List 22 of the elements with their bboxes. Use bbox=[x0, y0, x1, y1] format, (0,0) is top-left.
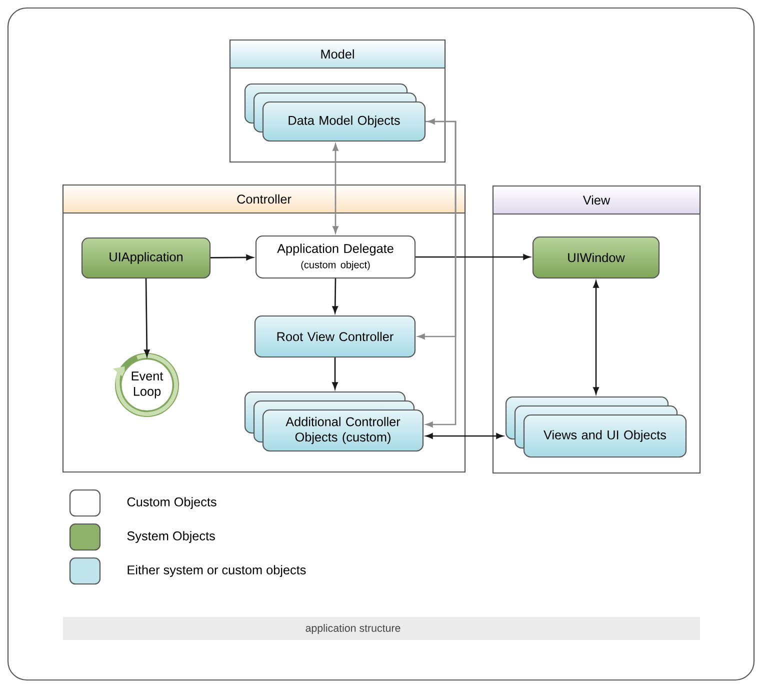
arrow bbox=[416, 254, 530, 260]
arrow bbox=[332, 144, 338, 234]
arrow bbox=[332, 358, 338, 390]
arrow bbox=[144, 278, 150, 357]
object-box: UIWindow bbox=[532, 236, 660, 279]
object-box: UIApplication bbox=[81, 237, 211, 279]
stacked-object-boxes: Additional Controller Objects (custom) bbox=[244, 391, 424, 452]
object-box: Application Delegate (custom object) bbox=[255, 235, 416, 279]
arrow bbox=[426, 118, 456, 428]
caption-bar: application structure bbox=[63, 617, 700, 640]
legend-label: Either system or custom objects bbox=[128, 565, 306, 577]
arrow bbox=[210, 254, 254, 260]
stacked-object-boxes: Data Model Objects bbox=[244, 83, 426, 142]
object-box: Root View Controller bbox=[254, 315, 416, 358]
legend-label: System Objects bbox=[127, 531, 215, 543]
arrow bbox=[418, 120, 456, 340]
arrow bbox=[593, 280, 599, 394]
arrow bbox=[332, 278, 338, 314]
event-loop-ring: Event Loop bbox=[112, 353, 179, 417]
legend-label: Custom Objects bbox=[127, 497, 216, 509]
stacked-object-boxes: Views and UI Objects bbox=[505, 396, 687, 458]
arrow bbox=[426, 433, 504, 439]
